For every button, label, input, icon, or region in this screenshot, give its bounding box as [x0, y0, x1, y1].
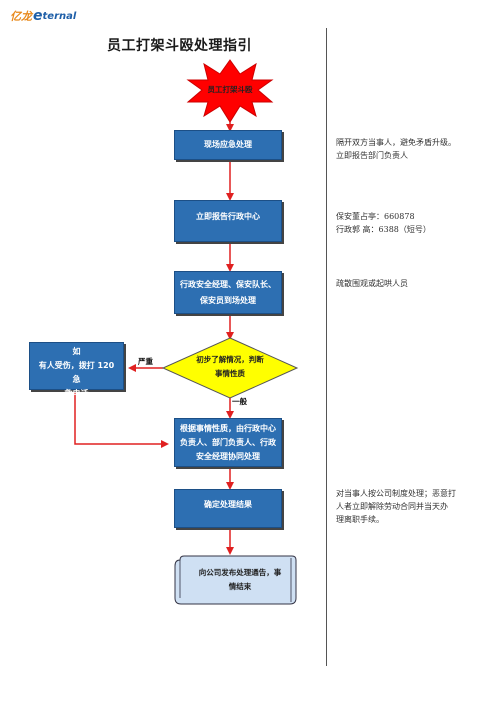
logo-prefix: 亿龙	[10, 10, 32, 23]
step-joint-handling-line2: 负责人、部门负责人、行政	[180, 437, 276, 447]
decision-diamond-shape	[161, 337, 299, 399]
step-security-onsite-line1: 行政安全经理、保安队长、	[180, 280, 276, 290]
step-security-onsite: 行政安全经理、保安队长、 保安员到场处理	[174, 271, 282, 314]
note-result-line1: 对当事人按公司制度处理；恶意打	[336, 489, 456, 498]
step-security-onsite-line2: 保安员到场处理	[200, 295, 256, 305]
note-onsite: 隔开双方当事人，避免矛盾升级。 立即报告部门负责人	[336, 136, 486, 162]
start-event-label: 员工打架斗殴	[207, 85, 253, 94]
note-onsite-line1: 隔开双方当事人，避免矛盾升级。	[336, 138, 456, 147]
note-result-line3: 理离职手续。	[336, 515, 384, 525]
step-joint-handling-line1: 根据事情性质，由行政中心	[180, 423, 276, 433]
step-onsite-emergency: 现场应急处理	[174, 130, 282, 160]
step-call-police-line1: 拨打 110 报警电话，如	[37, 333, 116, 356]
logo-rest: ternal	[42, 10, 77, 22]
decision-label: 初步了解情况，判断 事情性质	[180, 353, 280, 382]
serious-branch-label: 严重	[138, 357, 153, 366]
step-report-admin: 立即报告行政中心	[174, 200, 282, 242]
note-disperse: 疏散围观或起哄人员	[336, 279, 408, 288]
step-call-police: 拨打 110 报警电话，如 有人受伤，拨打 120 急 救电话	[29, 333, 124, 398]
normal-branch-label: 一般	[232, 397, 247, 406]
note-onsite-line2: 立即报告部门负责人	[336, 151, 408, 161]
decision-line2: 事情性质	[215, 369, 245, 379]
company-logo: 亿龙 e ternal	[10, 8, 77, 24]
note-contacts-line1: 保安董占亭：660878	[336, 212, 415, 221]
note-result-line2: 人者立即解除劳动合同并当天办	[336, 502, 448, 512]
step-joint-handling-line3: 安全经理协同处理	[196, 451, 260, 461]
logo-e: e	[33, 8, 43, 24]
step-report-admin-label: 立即报告行政中心	[196, 212, 260, 221]
end-line1: 向公司发布处理通告，事	[198, 568, 282, 577]
arrow-serious-step4	[74, 390, 169, 448]
note-contacts-line2: 行政郭 高：6388（短号）	[336, 225, 431, 235]
end-scroll-shape	[174, 555, 297, 605]
page-title: 员工打架斗殴处理指引	[107, 38, 252, 54]
end-line2: 情结束	[228, 581, 252, 591]
step-joint-handling: 根据事情性质，由行政中心 负责人、部门负责人、行政 安全经理协同处理	[174, 418, 282, 467]
step-onsite-emergency-label: 现场应急处理	[204, 140, 252, 150]
step-call-police-line3: 救电话	[64, 389, 89, 398]
step-determine-result-label: 确定处理结果	[204, 500, 252, 509]
step-determine-result: 确定处理结果	[174, 489, 282, 528]
decision-line1: 初步了解情况，判断	[196, 355, 264, 364]
divider-line	[326, 28, 327, 666]
step-call-police-line2: 有人受伤，拨打 120 急	[38, 361, 115, 384]
end-event-label: 向公司发布处理通告，事 情结束	[180, 566, 300, 593]
note-result: 对当事人按公司制度处理；恶意打 人者立即解除劳动合同并当天办 理离职手续。	[336, 487, 486, 527]
note-contacts: 保安董占亭：660878 行政郭 高：6388（短号）	[336, 210, 486, 236]
